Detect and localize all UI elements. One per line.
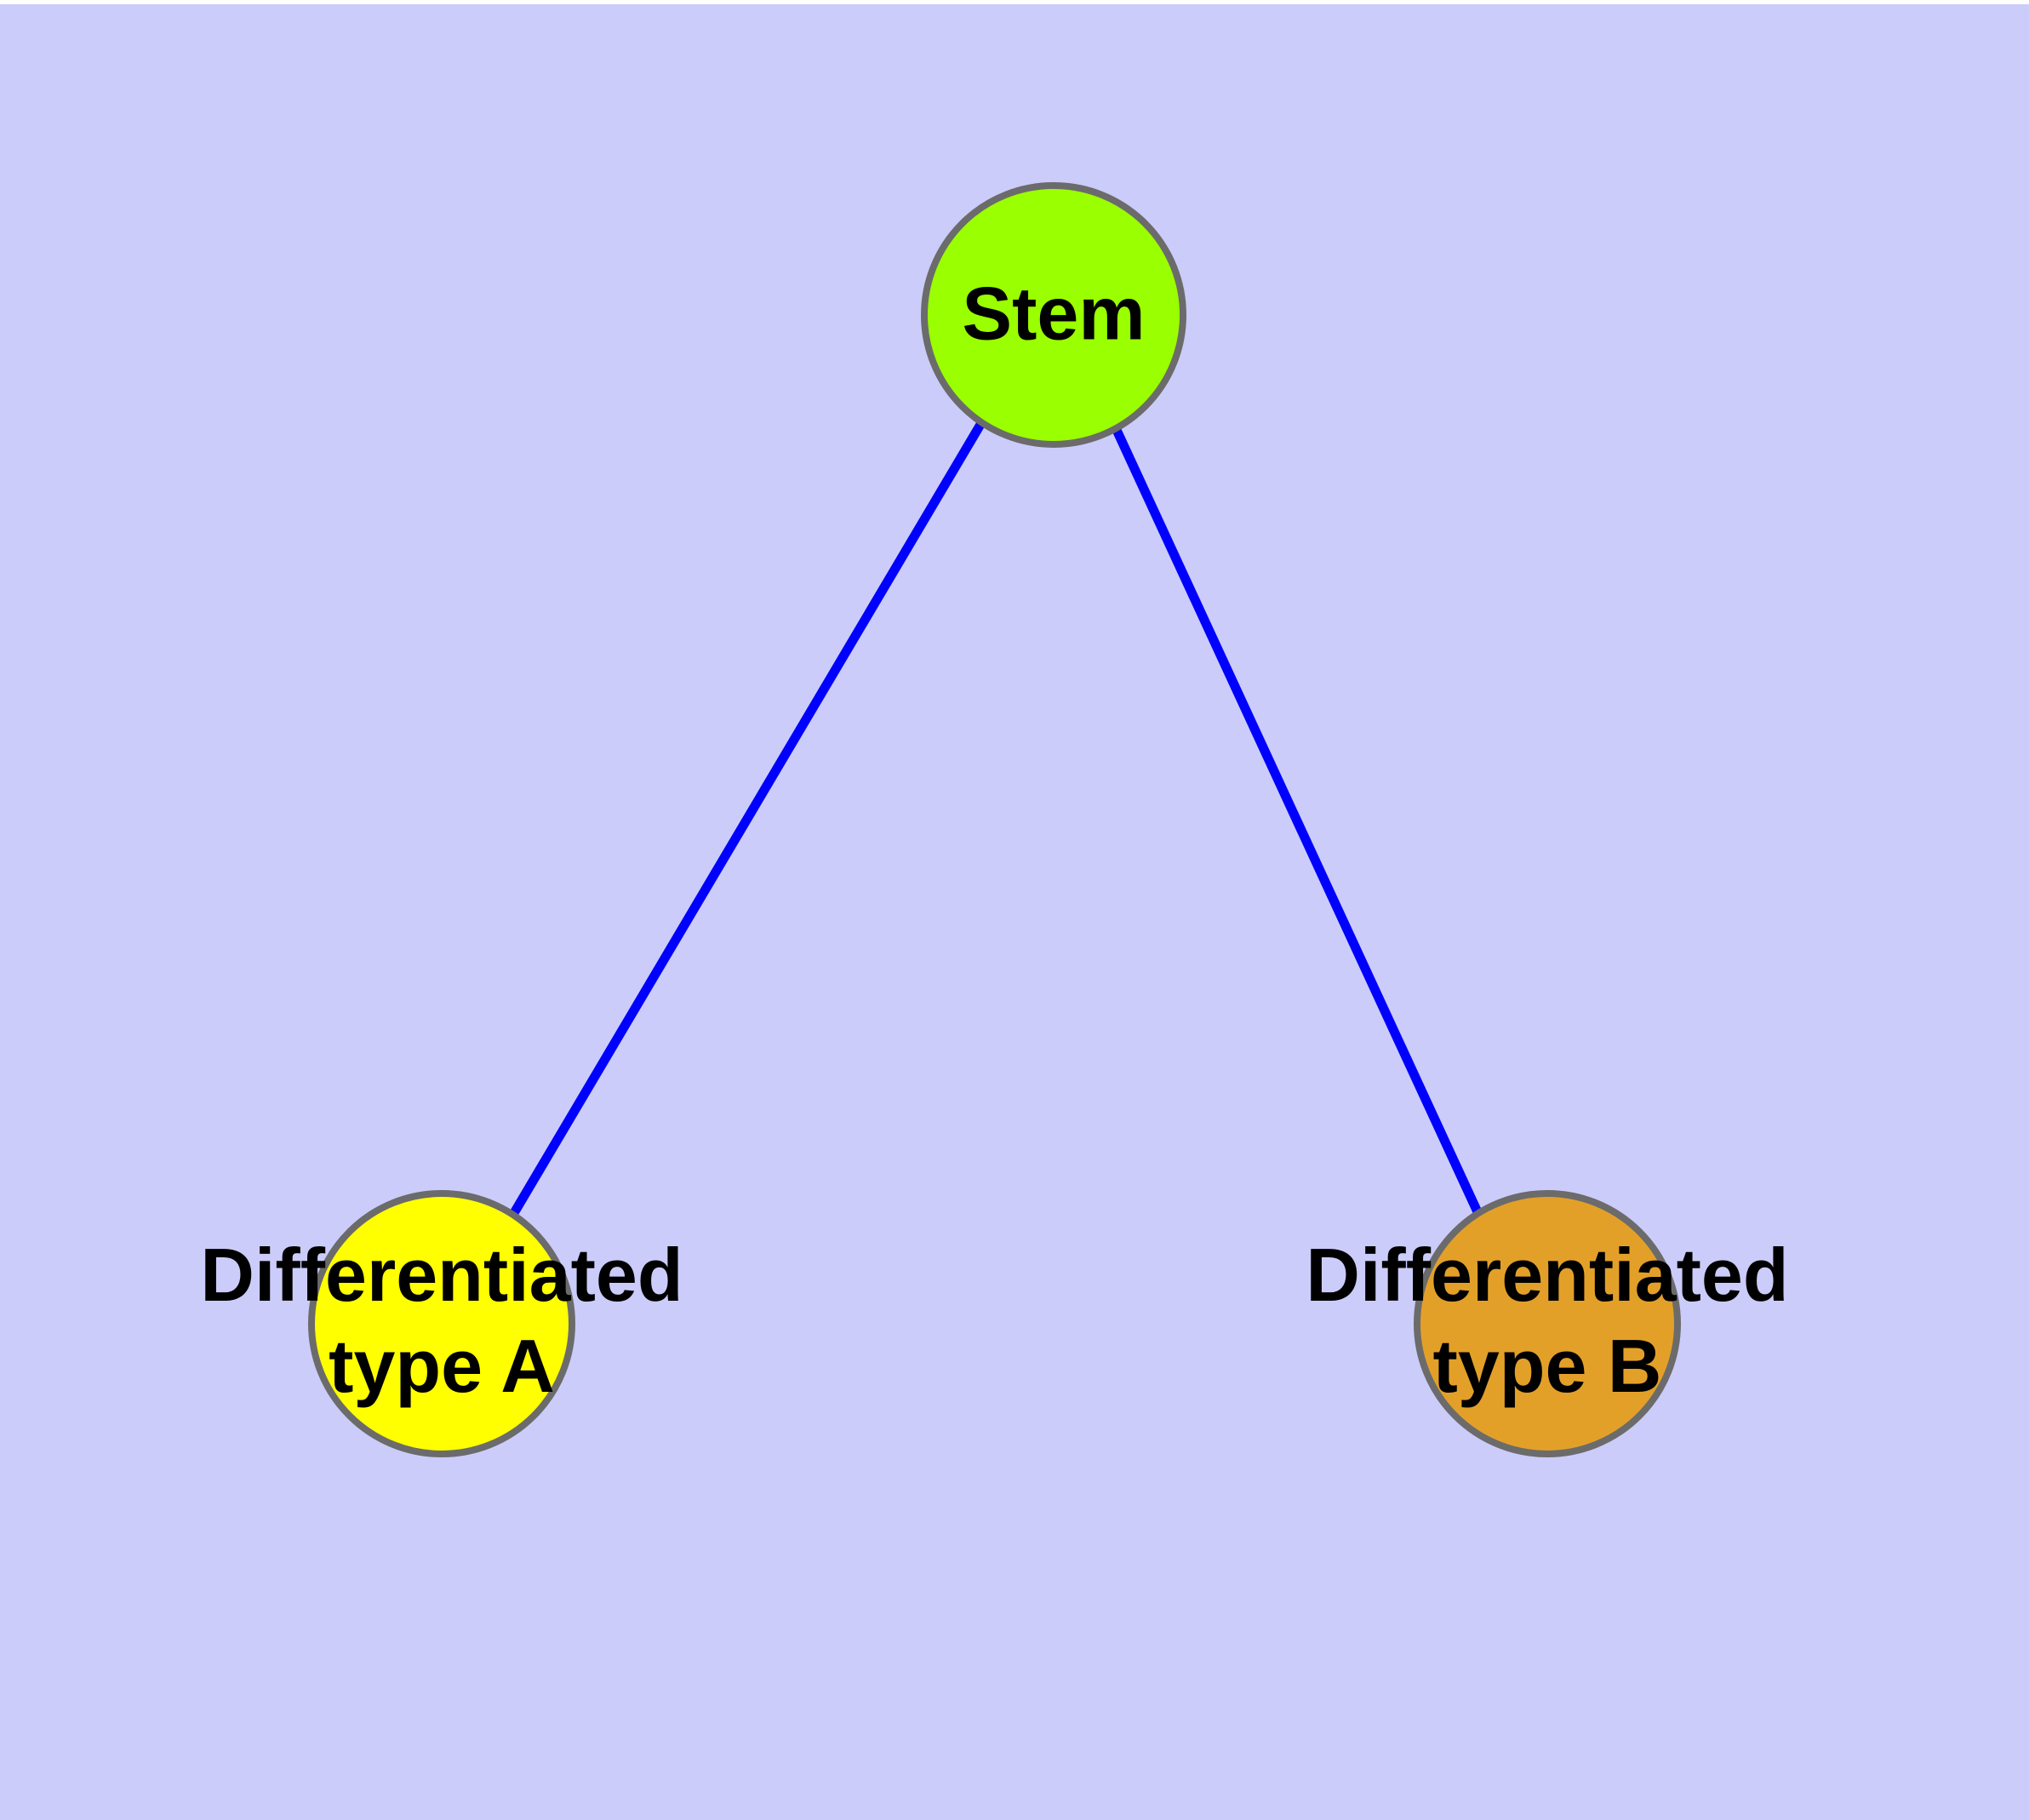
edge-group: [507, 421, 1489, 1229]
node-diff-a-label-line2: type A: [329, 1324, 555, 1408]
edge-stem-to-diff-a[interactable]: [507, 421, 986, 1220]
edge-stem-to-diff-b[interactable]: [1112, 426, 1489, 1229]
node-diff-a-label-line1: Differentiated: [200, 1233, 683, 1317]
node-stem-label: Stem: [962, 271, 1145, 355]
node-diff-b-label-line1: Differentiated: [1306, 1233, 1788, 1317]
node-diff-a-circle[interactable]: [308, 1190, 575, 1457]
node-diff-b-circle[interactable]: [1414, 1190, 1681, 1457]
node-diff-b[interactable]: [1414, 1190, 1681, 1457]
node-stem-circle[interactable]: [921, 182, 1186, 448]
node-diff-b-label-line2: type B: [1433, 1324, 1662, 1408]
node-diff-b-label-group: Differentiated type B: [1306, 1233, 1788, 1408]
node-diff-a-label-group: Differentiated type A: [200, 1233, 683, 1408]
node-diff-a[interactable]: [308, 1190, 575, 1457]
node-stem[interactable]: Stem: [921, 182, 1186, 448]
